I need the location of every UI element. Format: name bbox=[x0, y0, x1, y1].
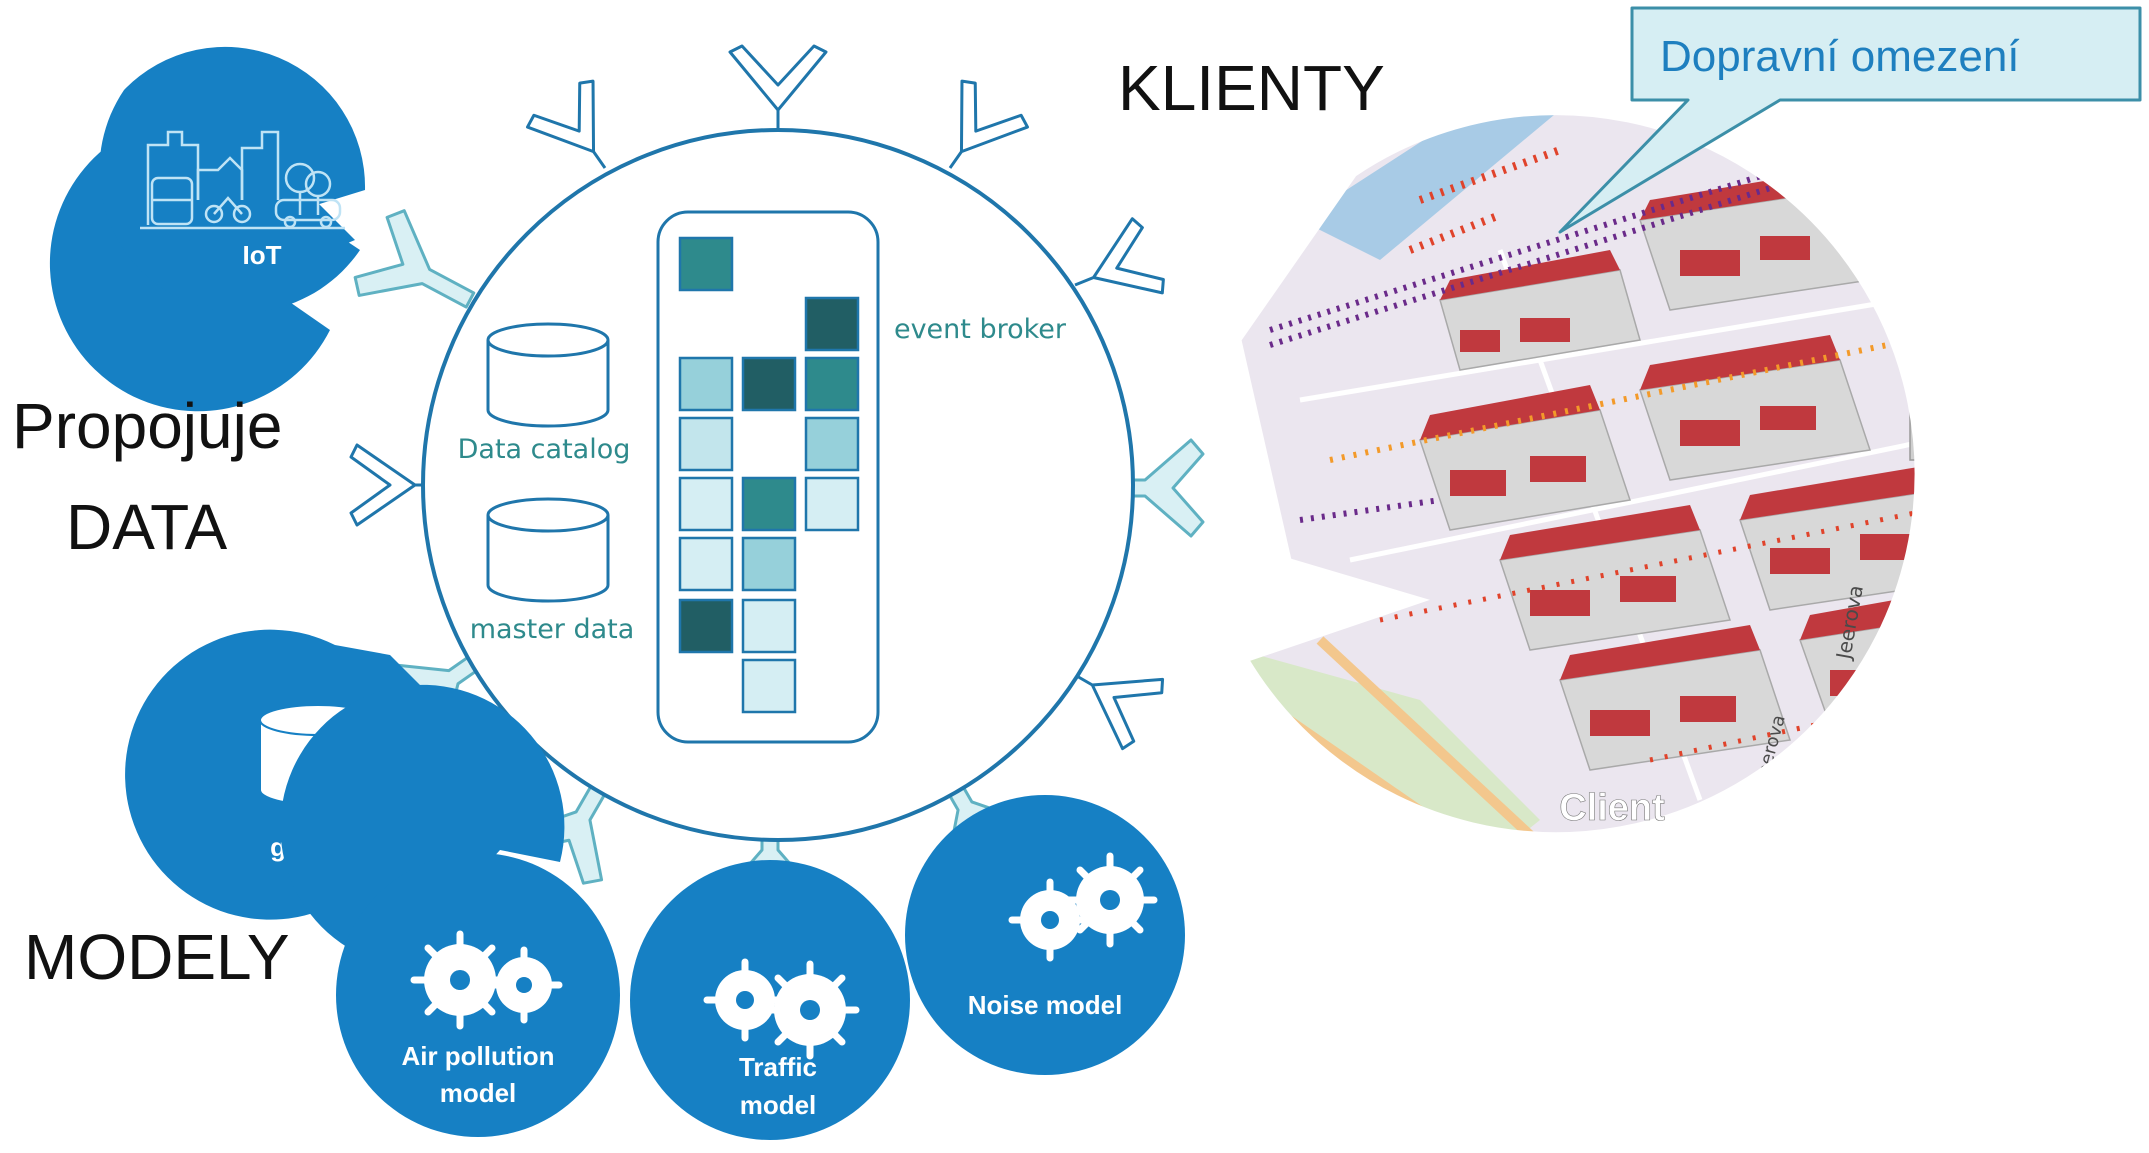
broker-cell bbox=[804, 296, 860, 352]
broker-cell bbox=[678, 416, 734, 472]
data-catalog-cylinder-icon bbox=[486, 322, 610, 428]
client-label: Client bbox=[1559, 787, 1665, 829]
air-pollution-label-line2: model bbox=[440, 1078, 517, 1108]
modely-label: MODELY bbox=[24, 921, 290, 993]
master-data-label: master data bbox=[470, 614, 635, 645]
broker-cell bbox=[678, 236, 734, 292]
broker-cell bbox=[678, 598, 734, 654]
noise-label: Noise model bbox=[968, 990, 1123, 1020]
event-broker-label: event broker bbox=[894, 314, 1067, 345]
klienty-label: KLIENTY bbox=[1118, 52, 1385, 124]
broker-cell bbox=[741, 658, 797, 714]
city-skyline-icon bbox=[140, 130, 345, 230]
traffic-label-line1: Traffic bbox=[739, 1052, 817, 1082]
air-pollution-node: Air pollution model bbox=[280, 684, 620, 1137]
client-outline bbox=[1238, 112, 1918, 836]
traffic-node: Traffic model bbox=[630, 860, 910, 1140]
traffic-restriction-callout bbox=[1558, 6, 2142, 234]
broker-cell bbox=[804, 416, 860, 472]
iot-node: IoT bbox=[49, 46, 366, 412]
traffic-label-line2: model bbox=[740, 1090, 817, 1120]
broker-cell bbox=[678, 356, 734, 412]
map-street-label: nám bbox=[1931, 473, 1962, 521]
broker-cell bbox=[741, 598, 797, 654]
callout-label: Dopravní omezení bbox=[1660, 32, 2020, 81]
data-catalog-label: Data catalog bbox=[458, 434, 631, 465]
broker-cell bbox=[804, 356, 860, 412]
gears-icon bbox=[703, 958, 860, 1060]
broker-cell bbox=[741, 356, 797, 412]
broker-cell bbox=[804, 476, 860, 532]
air-pollution-label-line1: Air pollution bbox=[401, 1041, 554, 1071]
noise-node: Noise model bbox=[905, 795, 1185, 1075]
iot-label: IoT bbox=[243, 240, 282, 270]
broker-cell bbox=[678, 476, 734, 532]
client-map: nám Jeerova Regnerova bbox=[1240, 113, 1962, 834]
building-blocks bbox=[1419, 170, 1917, 771]
data-label: DATA bbox=[66, 491, 228, 563]
propojuje-label: Propojuje bbox=[12, 390, 283, 462]
broker-cell bbox=[741, 476, 797, 532]
event-broker-queue bbox=[678, 236, 860, 714]
master-data-cylinder-icon bbox=[486, 497, 610, 603]
broker-cell bbox=[678, 536, 734, 592]
hub-receptors bbox=[349, 44, 1165, 751]
gears-icon bbox=[1008, 852, 1158, 962]
traffic-restriction-dots bbox=[1269, 146, 1917, 763]
broker-cell bbox=[741, 536, 797, 592]
